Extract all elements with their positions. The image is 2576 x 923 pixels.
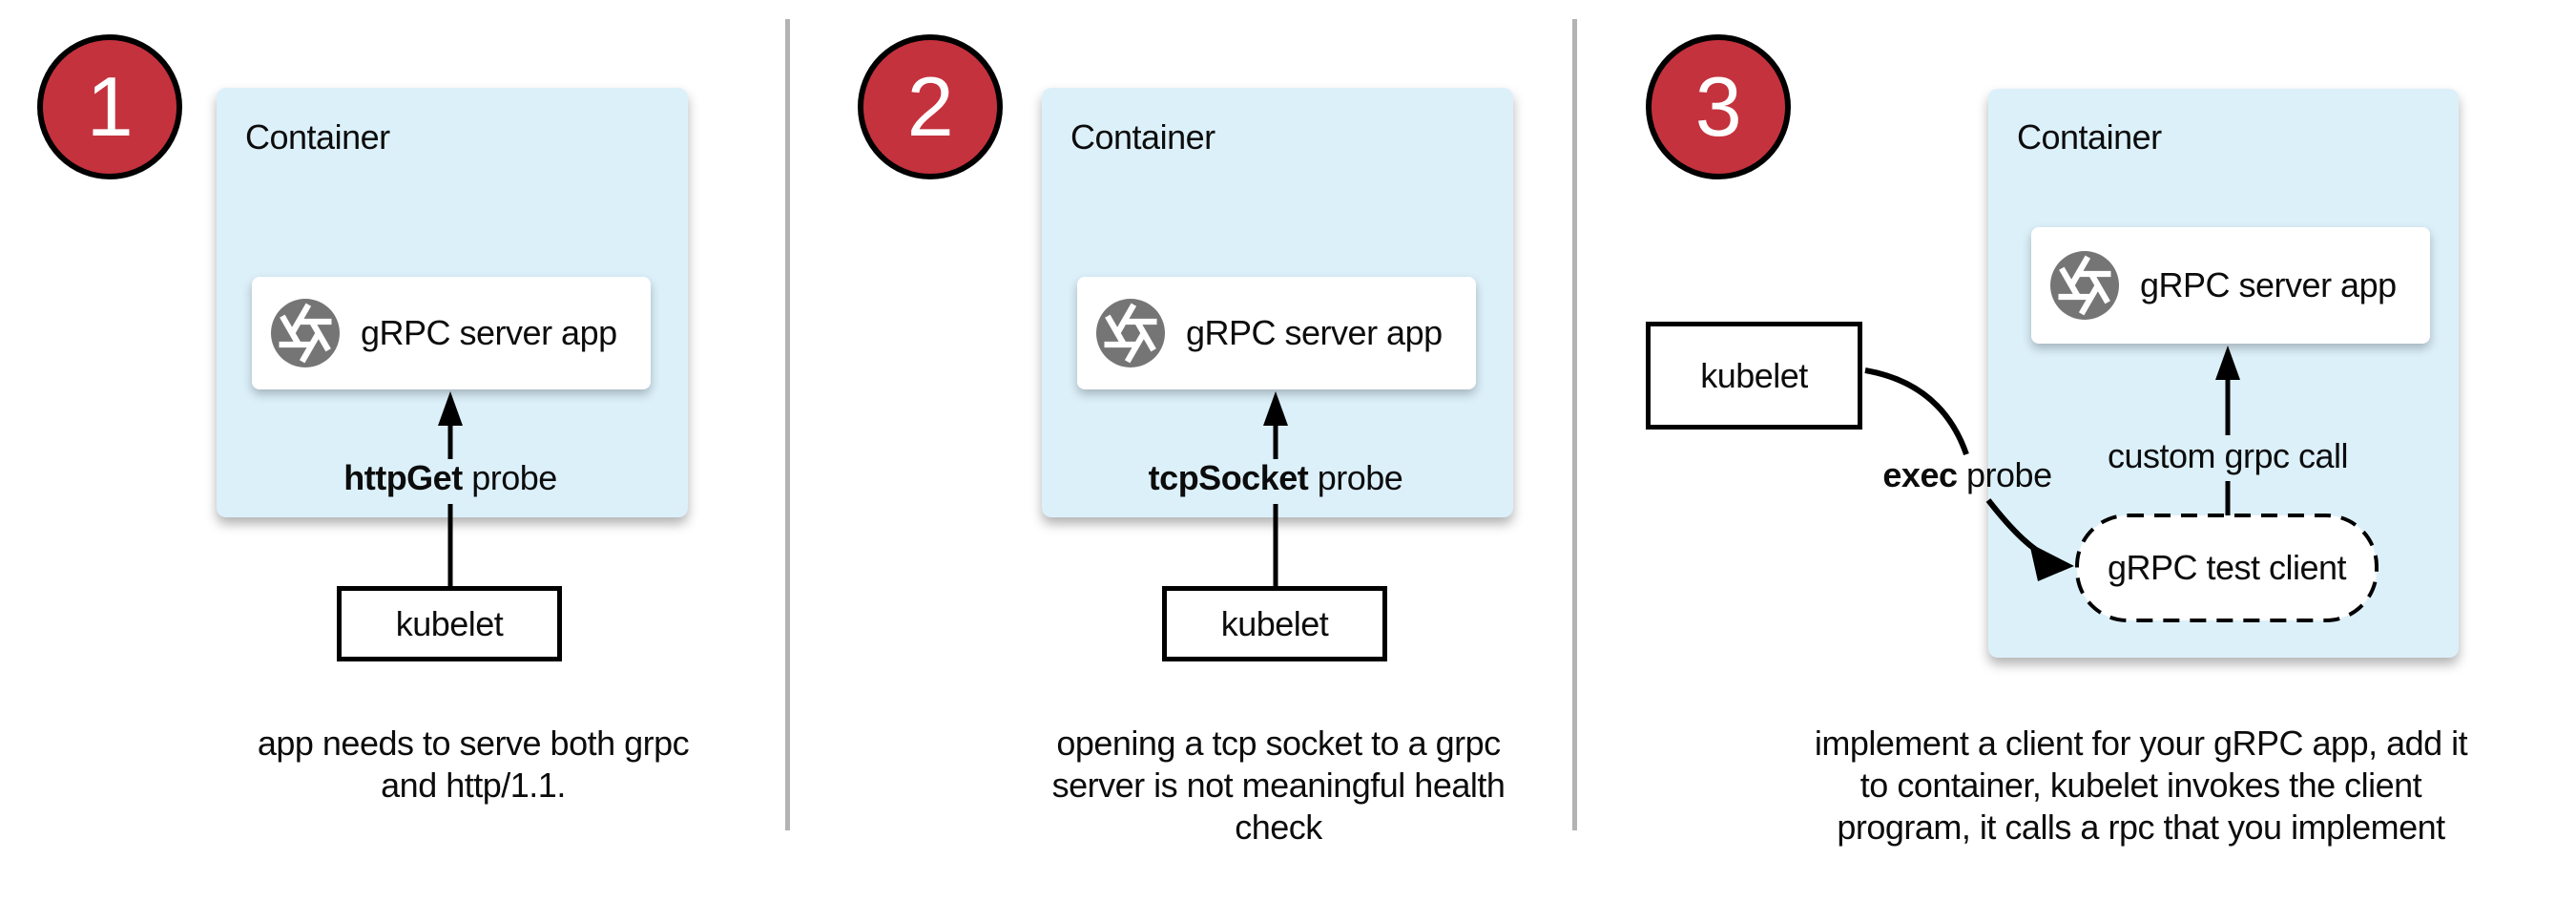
caption-1: app needs to serve both grpc and http/1.… [235, 723, 712, 807]
probe-label-1: httpGet probe [343, 457, 557, 499]
step-badge-2: 2 [858, 34, 1003, 179]
grpc-server-app-label: gRPC server app [361, 313, 617, 352]
arrowhead-right [2029, 543, 2074, 581]
custom-grpc-call-label: custom grpc call [2107, 436, 2349, 475]
grpc-server-app-label: gRPC server app [2140, 265, 2397, 304]
probe-type: httpGet [343, 458, 463, 497]
caption-3: implement a client for your gRPC app, ad… [1797, 723, 2484, 849]
kubelet-label: kubelet [1220, 603, 1329, 643]
caption-line: to container, kubelet invokes the client [1859, 766, 2422, 805]
container-label-1: Container [245, 117, 390, 157]
caption-2: opening a tcp socket to a grpc server is… [1040, 723, 1517, 849]
caption-line: app needs to serve both grpc [257, 724, 690, 763]
caption-line: program, it calls a rpc that you impleme… [1837, 808, 2445, 847]
kubelet-box-2: kubelet [1162, 586, 1387, 661]
probe-word: probe [462, 458, 557, 497]
panel-divider-1 [785, 19, 790, 830]
exec-probe-curve [1864, 367, 1969, 455]
step-badge-3: 3 [1646, 34, 1791, 179]
probe-label-2: tcpSocket probe [1149, 457, 1403, 499]
probe-word: probe [1308, 458, 1403, 497]
grpc-test-client-box [2075, 514, 2379, 622]
kubelet-label: kubelet [1700, 355, 1808, 395]
caption-line: and http/1.1. [381, 766, 566, 805]
grpc-server-app-label: gRPC server app [1186, 313, 1443, 352]
step-number: 3 [1694, 59, 1742, 154]
panel-divider-2 [1572, 19, 1577, 830]
grpc-test-client-label: gRPC test client [2107, 548, 2347, 587]
probe-label-3: exec probe [1882, 454, 2052, 496]
probe-type: tcpSocket [1148, 458, 1309, 497]
kubelet-box-3: kubelet [1646, 322, 1862, 430]
caption-line: check [1235, 808, 1322, 847]
grpc-server-app-box-3: gRPC server app [2031, 227, 2430, 344]
container-label-3: Container [2017, 117, 2162, 157]
caption-line: opening a tcp socket to a grpc [1056, 724, 1501, 763]
step-badge-1: 1 [37, 34, 182, 179]
caption-line: server is not meaningful health [1051, 766, 1506, 805]
container-label-2: Container [1070, 117, 1215, 157]
arrowhead-up [1263, 391, 1288, 426]
step-number: 2 [906, 59, 954, 154]
grpc-server-app-box-2: gRPC server app [1077, 277, 1476, 389]
probe-word: probe [1957, 455, 2052, 494]
kubelet-label: kubelet [395, 603, 504, 643]
arrowhead-up [2215, 346, 2240, 380]
arrowhead-up [438, 391, 463, 426]
step-number: 1 [86, 59, 134, 154]
probe-type: exec [1882, 455, 1958, 494]
grpc-server-app-box-1: gRPC server app [252, 277, 651, 389]
kubelet-box-1: kubelet [337, 586, 562, 661]
caption-line: implement a client for your gRPC app, ad… [1814, 724, 2468, 763]
